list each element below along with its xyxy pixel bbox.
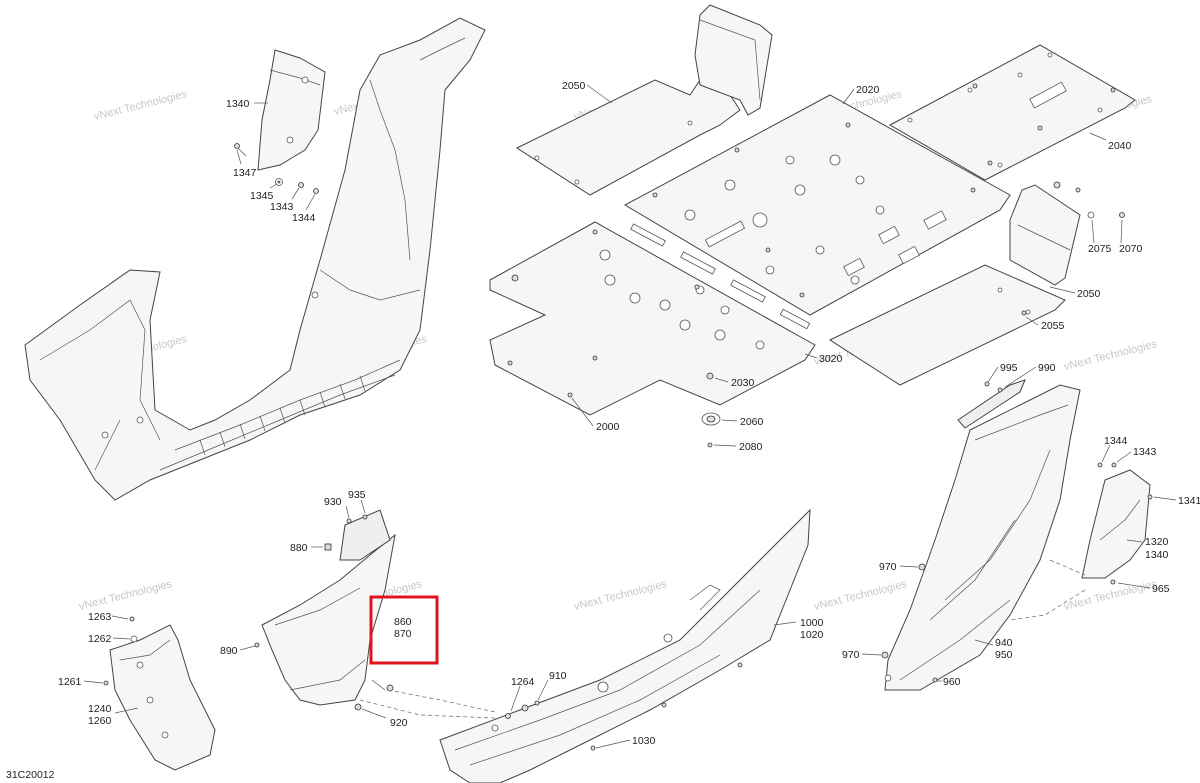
fastener-1347 <box>234 143 247 157</box>
callout-1262: 1262 <box>88 633 112 645</box>
fastener-1264 <box>505 704 529 719</box>
fastener-970-lower <box>881 651 889 659</box>
front-side-panel <box>24 17 486 501</box>
clip-910 <box>534 700 540 706</box>
right-side-panel <box>884 384 1081 691</box>
washer-1262 <box>130 635 138 643</box>
callout-930: 930 <box>324 496 342 508</box>
rocker-panel <box>439 508 811 783</box>
screw-890 <box>254 642 260 648</box>
floor-plate-2020 <box>623 94 1011 316</box>
callout-1264: 1264 <box>511 676 535 688</box>
floor-fasteners <box>507 83 1125 448</box>
floor-plate-2000 <box>489 221 816 416</box>
small-side-cover <box>257 49 326 171</box>
callout-1343-right: 1343 <box>1133 446 1157 458</box>
callout-880: 880 <box>290 542 308 554</box>
floor-plate-2050-right <box>1009 184 1081 286</box>
watermark: vNext Technologies <box>93 88 189 123</box>
screw-1030 <box>590 662 743 751</box>
fastener-930 <box>346 518 352 524</box>
callout-1343: 1343 <box>270 201 294 213</box>
front-small-cover <box>109 624 216 771</box>
callout-2040: 2040 <box>1108 140 1132 152</box>
floor-plate-3020 <box>828 264 1066 386</box>
callout-2050: 2050 <box>562 80 586 92</box>
callout-3020: 3020 <box>819 353 843 365</box>
callout-1344: 1344 <box>292 212 316 224</box>
guide-line <box>359 699 496 719</box>
callout-2020: 2020 <box>856 84 880 96</box>
fastener-970-upper <box>918 563 926 571</box>
watermark: vNext Technologies <box>78 578 174 613</box>
highlight-box <box>369 595 439 665</box>
watermark: vNext Technologies <box>813 578 909 613</box>
callout-870: 870 <box>394 628 412 640</box>
callout-2050-right: 2050 <box>1077 288 1101 300</box>
fastener-920 <box>354 684 394 711</box>
callout-1260: 1260 <box>88 715 112 727</box>
watermark: vNext Technologies <box>1063 338 1159 373</box>
guide-line <box>1009 589 1086 621</box>
callout-1340: 1340 <box>226 98 250 110</box>
guide-line <box>387 689 496 713</box>
callout-935: 935 <box>348 489 366 501</box>
bracket-995-990 <box>957 379 1026 429</box>
callout-910: 910 <box>549 670 567 682</box>
front-lower-panel <box>261 509 396 706</box>
callout-970-upper: 970 <box>879 561 897 573</box>
right-small-cover <box>1081 462 1153 585</box>
guide-line <box>1049 559 1086 576</box>
panel-ribs <box>199 375 366 456</box>
callout-2080: 2080 <box>739 441 763 453</box>
watermark: vNext Technologies <box>1063 578 1159 613</box>
callout-1261: 1261 <box>58 676 82 688</box>
callout-995: 995 <box>1000 362 1018 374</box>
clip-880 <box>324 543 332 551</box>
callout-1345: 1345 <box>250 190 274 202</box>
nut-1343 <box>298 182 304 188</box>
callout-1000: 1000 <box>800 617 824 629</box>
callout-2070: 2070 <box>1119 243 1143 255</box>
callout-1030: 1030 <box>632 735 656 747</box>
callout-1344-right: 1344 <box>1104 435 1128 447</box>
callout-1347: 1347 <box>233 167 257 179</box>
callout-2000: 2000 <box>596 421 620 433</box>
callout-890: 890 <box>220 645 238 657</box>
callout-1341: 1341 <box>1178 495 1200 507</box>
screw-1261 <box>103 680 109 686</box>
clip-1344 <box>313 188 319 194</box>
washer-1345 <box>275 178 283 186</box>
callout-2055: 2055 <box>1041 320 1065 332</box>
callout-2075: 2075 <box>1088 243 1112 255</box>
callout-1340-right: 1340 <box>1145 549 1169 561</box>
callout-920: 920 <box>390 717 408 729</box>
floor-plate-2040 <box>888 44 1136 181</box>
callout-940: 940 <box>995 637 1013 649</box>
callout-965: 965 <box>1152 583 1170 595</box>
callout-860: 860 <box>394 616 412 628</box>
diagram-code: 31C20012 <box>6 769 55 781</box>
callout-960: 960 <box>943 676 961 688</box>
callout-970-lower: 970 <box>842 649 860 661</box>
leader-lines <box>83 84 1177 749</box>
callout-2060: 2060 <box>740 416 764 428</box>
callouts: 1340 1347 1345 1343 1344 2050 2020 2040 … <box>58 80 1200 747</box>
callout-1020: 1020 <box>800 629 824 641</box>
watermark: vNext Technologies <box>573 578 669 613</box>
callout-2030: 2030 <box>731 377 755 389</box>
fastener-935 <box>362 514 368 520</box>
fastener-1263 <box>129 616 135 622</box>
screw-960 <box>932 677 938 683</box>
callout-1240: 1240 <box>88 703 112 715</box>
callout-950: 950 <box>995 649 1013 661</box>
callout-1320: 1320 <box>1145 536 1169 548</box>
callout-990: 990 <box>1038 362 1056 374</box>
callout-1263: 1263 <box>88 611 112 623</box>
floor-plate-2050-upright <box>694 4 773 116</box>
